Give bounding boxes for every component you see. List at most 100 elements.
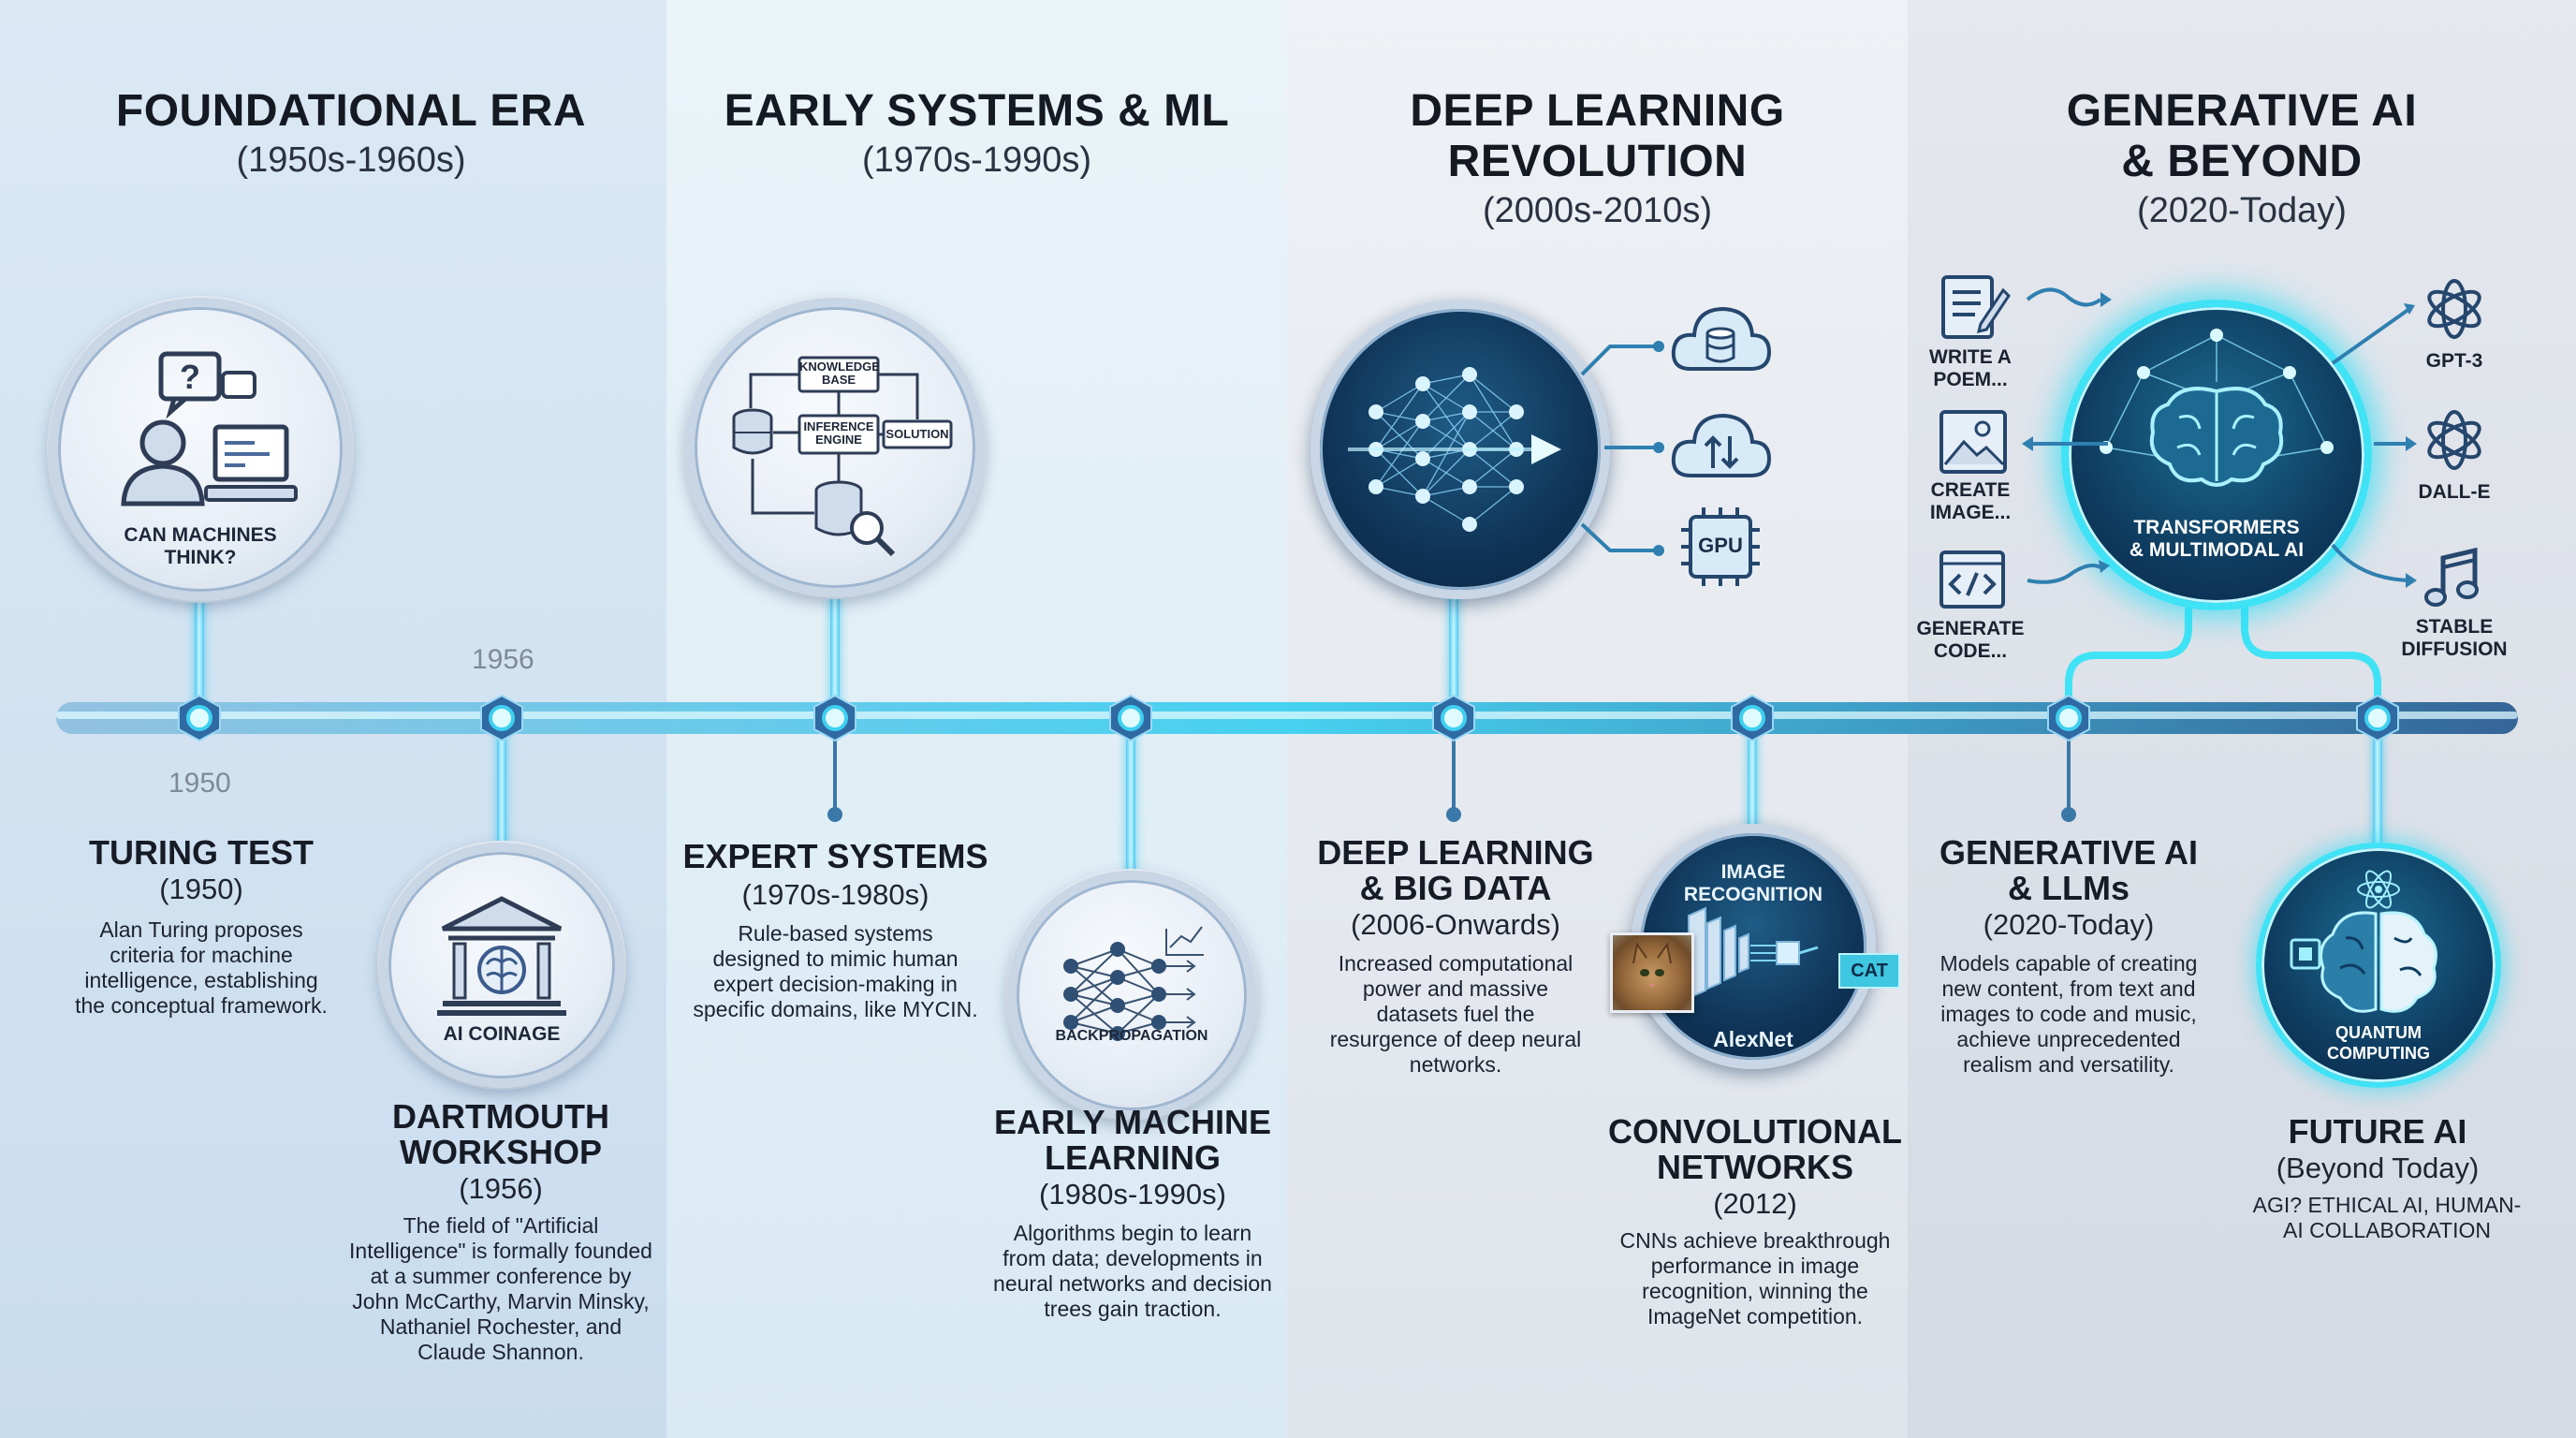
generative-circle-label: TRANSFORMERS & MULTIMODAL AI <box>2129 517 2305 561</box>
stem-dl <box>1449 588 1458 719</box>
ml-circle-label: BACKPROPAGATION <box>1055 1028 1208 1044</box>
gpt3-logo-icon <box>2427 279 2481 339</box>
connector-gen <box>2067 740 2071 814</box>
stem-cnn <box>1748 719 1757 850</box>
event-date-gen: (2020-Today) <box>1983 908 2155 941</box>
create-image-icon <box>1939 410 2007 474</box>
brain-network-icon <box>2100 329 2334 487</box>
era-title-generative: GENERATIVE AI & BEYOND <box>1908 86 2576 187</box>
gen-input-code: GENERATE CODE... <box>1916 618 2025 662</box>
expert-ie-label: INFERENCE ENGINE <box>803 419 874 447</box>
stem-expert <box>830 595 840 717</box>
event-date-dartmouth: (1956) <box>459 1172 543 1205</box>
connector-dot-expert <box>827 807 842 822</box>
event-desc-future: AGI? ETHICAL AI, HUMAN-AI COLLABORATION <box>2252 1193 2522 1242</box>
event-title-ml: EARLY MACHINE LEARNING <box>993 1103 1272 1177</box>
timeline-node-expert[interactable] <box>811 694 859 742</box>
connector-dl <box>1452 740 1456 814</box>
event-desc-turing: Alan Turing proposes criteria for machin… <box>75 917 328 1018</box>
turing-circle-label: CAN MACHINES THINK? <box>124 524 277 568</box>
year-label-1950: 1950 <box>168 768 231 799</box>
event-title-cnn: CONVOLUTIONAL NETWORKS <box>1608 1112 1902 1186</box>
stem-dartmouth <box>497 719 506 859</box>
event-date-expert: (1970s-1980s) <box>741 878 929 911</box>
timeline-node-ml[interactable] <box>1106 694 1155 742</box>
timeline-node-1956[interactable] <box>477 694 526 742</box>
expert-kb-label: KNOWLEDGE BASE <box>799 360 880 387</box>
person-computer-icon: ? <box>121 351 298 506</box>
event-desc-expert: Rule-based systems designed to mimic hum… <box>693 921 978 1021</box>
gpu-label: GPU <box>1698 534 1743 557</box>
era-title-deep: DEEP LEARNING REVOLUTION <box>1287 86 1908 187</box>
event-title-future: FUTURE AI <box>2288 1112 2467 1151</box>
era-title-early: EARLY SYSTEMS & ML <box>724 86 1230 136</box>
gen-input-poem: WRITE A POEM... <box>1929 346 2012 390</box>
event-date-cnn: (2012) <box>1713 1187 1797 1220</box>
event-desc-gen: Models capable of creating new content, … <box>1939 951 2198 1077</box>
conv-layers-icon <box>1688 906 1819 1000</box>
era-range-generative: (2020-Today) <box>2137 191 2347 230</box>
era-range-early: (1970s-1990s) <box>861 140 1092 180</box>
event-desc-dartmouth: The field of "Artificial Intelligence" i… <box>349 1213 652 1364</box>
era-range-foundational: (1950s-1960s) <box>236 140 466 180</box>
timeline-node-cnn[interactable] <box>1728 694 1777 742</box>
connector-expert <box>833 740 837 814</box>
era-title-deep-line2: REVOLUTION <box>1447 137 1748 186</box>
dartmouth-circle-label: AI COINAGE <box>443 1023 561 1045</box>
connector-dot-gen <box>2061 807 2076 822</box>
event-desc-dl: Increased computational power and massiv… <box>1329 951 1582 1077</box>
event-title-turing: TURING TEST <box>89 833 314 872</box>
cloud-database-icon <box>1671 306 1772 371</box>
timeline-node-future[interactable] <box>2353 694 2402 742</box>
event-title-dl: DEEP LEARNING & BIG DATA <box>1317 833 1594 907</box>
stem-future <box>2373 719 2382 859</box>
cnn-circle-title: IMAGE RECOGNITION <box>1683 861 1823 905</box>
cat-photo-icon <box>1610 932 1694 1013</box>
event-title-expert: EXPERT SYSTEMS <box>682 837 988 875</box>
quantum-brain-icon <box>2290 870 2437 1013</box>
institution-brain-icon <box>437 896 566 1016</box>
music-note-icon <box>2424 547 2479 607</box>
generative-circle[interactable]: TRANSFORMERS & MULTIMODAL AI <box>2061 300 2372 610</box>
timeline-node-gen[interactable] <box>2044 694 2093 742</box>
future-ai-circle-label: QUANTUM COMPUTING <box>2327 1023 2430 1063</box>
dalle-logo-icon <box>2427 410 2481 470</box>
turing-circle[interactable]: ? CAN MACHINES THINK? <box>49 298 352 601</box>
cnn-output-label: CAT <box>1838 953 1900 989</box>
timeline-node-dl[interactable] <box>1429 694 1478 742</box>
deep-network-icon <box>1348 367 1561 532</box>
gen-input-image: CREATE IMAGE... <box>1929 479 2012 523</box>
era-title-generative-line1: GENERATIVE AI <box>2066 86 2418 136</box>
generate-code-icon <box>1939 550 2005 609</box>
dartmouth-circle[interactable]: AI COINAGE <box>379 843 624 1088</box>
expert-circle[interactable]: KNOWLEDGE BASE INFERENCE ENGINE SOLUTION <box>685 298 985 597</box>
timeline-node-1950[interactable] <box>175 694 224 742</box>
event-date-turing: (1950) <box>159 873 243 905</box>
era-title-deep-line1: DEEP LEARNING <box>1410 86 1785 136</box>
event-title-dartmouth: DARTMOUTH WORKSHOP <box>392 1097 609 1171</box>
event-date-ml: (1980s-1990s) <box>1039 1178 1226 1211</box>
cloud-sync-icon <box>1671 413 1772 477</box>
expert-flowchart-icon <box>732 356 953 557</box>
stem-turing <box>195 595 204 717</box>
expert-solution-label: SOLUTION <box>886 427 949 441</box>
era-range-deep: (2000s-2010s) <box>1482 191 1713 230</box>
deep-learning-circle[interactable] <box>1310 300 1610 599</box>
era-title-generative-line2: & BEYOND <box>2121 137 2363 186</box>
event-desc-cnn: CNNs achieve breakthrough performance in… <box>1619 1228 1891 1328</box>
cnn-circle-model: AlexNet <box>1713 1027 1793 1051</box>
connector-dot-dl <box>1446 807 1461 822</box>
svg-text:?: ? <box>180 358 200 396</box>
event-date-future: (Beyond Today) <box>2276 1152 2480 1184</box>
event-title-gen: GENERATIVE AI & LLMs <box>1939 833 2199 907</box>
ml-circle[interactable]: BACKPROPAGATION <box>1007 871 1256 1120</box>
event-date-dl: (2006-Onwards) <box>1351 908 1560 941</box>
event-desc-ml: Algorithms begin to learn from data; dev… <box>993 1221 1272 1321</box>
gen-output-gpt3: GPT-3 <box>2425 350 2483 372</box>
era-title-foundational: FOUNDATIONAL ERA <box>115 86 587 136</box>
gpu-chip-icon: GPU <box>1676 502 1765 592</box>
stem-ml <box>1126 719 1135 897</box>
write-poem-icon <box>1941 275 2011 339</box>
future-ai-circle[interactable]: QUANTUM COMPUTING <box>2256 843 2501 1088</box>
